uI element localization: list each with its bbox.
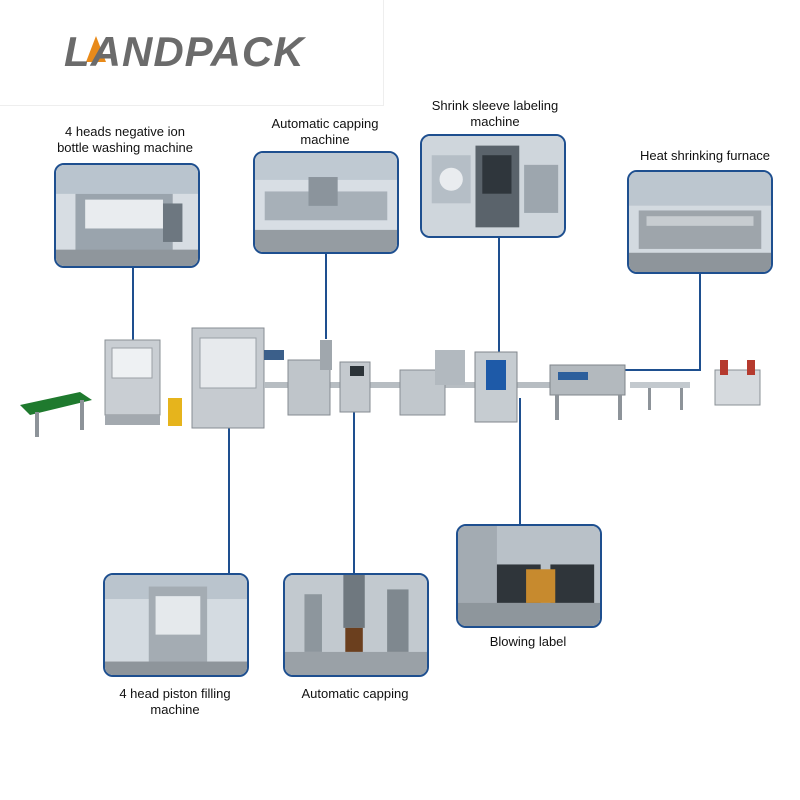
label-auto-capping: Automatic capping — [301, 686, 409, 701]
connector-heat-furnace — [699, 274, 701, 369]
label-shrink-labeling: Shrink sleeve labeling machine — [431, 98, 559, 129]
logo-accent-icon — [86, 36, 106, 62]
logo-box: LANDPACK — [0, 0, 384, 106]
photo-shrink-labeling — [420, 134, 566, 238]
connector-auto-capping — [353, 382, 355, 573]
photo-piston-filling — [103, 573, 249, 677]
label-blowing-label: Blowing label — [489, 634, 567, 649]
connector-piston-filling — [228, 420, 230, 573]
yellow-unit — [168, 398, 182, 426]
production-line-illustration — [20, 327, 761, 437]
photo-washing-machine — [54, 163, 200, 268]
connector-capping-machine — [325, 254, 327, 339]
photo-blowing-label — [456, 524, 602, 628]
brand-logo: LANDPACK — [64, 28, 305, 75]
photo-capping-machine — [253, 151, 399, 254]
connector-heat-furnace-h — [624, 369, 701, 371]
infeed-conveyor — [20, 392, 92, 415]
label-heat-furnace: Heat shrinking furnace — [639, 148, 771, 163]
label-capping-machine: Automatic capping machine — [271, 116, 379, 147]
carton-sealer — [714, 369, 761, 406]
connector-washing — [132, 268, 134, 343]
label-washing: 4 heads negative ion bottle washing mach… — [57, 124, 193, 155]
connector-shrink-labeling — [498, 238, 500, 353]
connector-blowing-label — [519, 398, 521, 524]
photo-auto-capping — [283, 573, 429, 677]
label-piston-filling: 4 head piston filling machine — [119, 686, 231, 717]
photo-heat-furnace — [627, 170, 773, 274]
